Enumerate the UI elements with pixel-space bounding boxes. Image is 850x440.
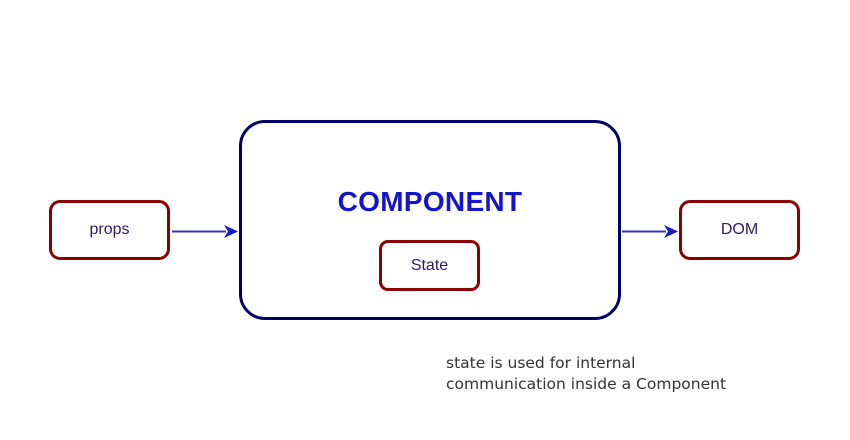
node-props-label: props (89, 221, 130, 238)
node-dom-label: DOM (720, 221, 759, 238)
arrow-props-to-component (172, 225, 238, 238)
diagram-caption: state is used for internal communication… (446, 354, 727, 393)
arrow-component-to-dom (622, 225, 678, 238)
node-state[interactable]: State (379, 240, 480, 291)
node-state-label: State (410, 256, 449, 274)
arrow-head (224, 225, 238, 238)
node-dom[interactable]: DOM (679, 200, 800, 260)
node-component[interactable]: COMPONENT (239, 120, 621, 320)
arrow-head (664, 225, 678, 238)
node-component-label: COMPONENT (337, 186, 523, 217)
node-props[interactable]: props (49, 200, 170, 260)
